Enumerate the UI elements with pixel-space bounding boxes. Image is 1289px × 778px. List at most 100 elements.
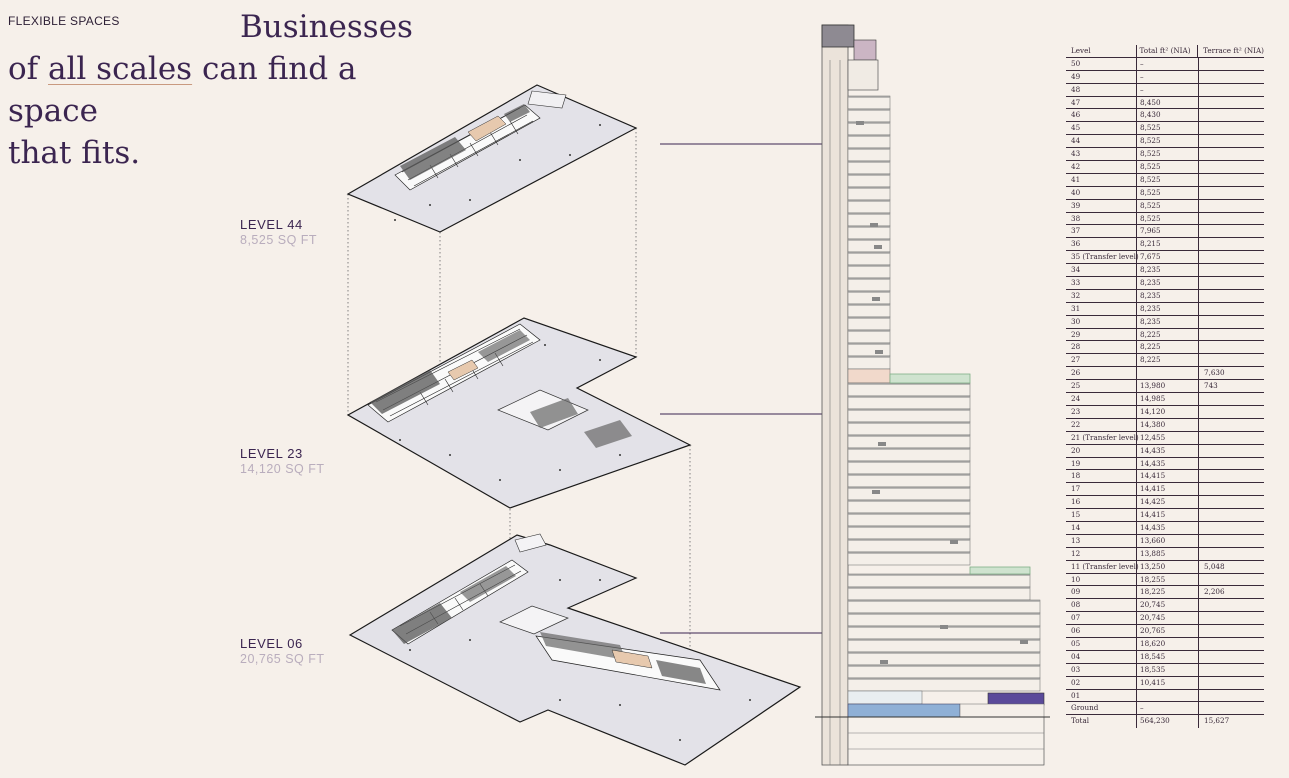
table-cell: – xyxy=(1136,70,1198,83)
table-cell: 14,425 xyxy=(1136,496,1198,509)
table-cell xyxy=(1198,599,1264,612)
tower-floor xyxy=(847,225,891,240)
table-cell: 7,675 xyxy=(1136,251,1198,264)
table-cell: 5,048 xyxy=(1198,560,1264,573)
furniture-mark xyxy=(940,625,948,629)
table-cell: 18,620 xyxy=(1136,637,1198,650)
tower-floor xyxy=(847,355,891,370)
table-cell: 8,525 xyxy=(1136,173,1198,186)
table-cell: 18,225 xyxy=(1136,586,1198,599)
table-cell xyxy=(1198,418,1264,431)
table-cell: – xyxy=(1136,57,1198,70)
table-cell: 19 xyxy=(1071,458,1081,468)
tower-floor xyxy=(847,316,891,331)
midrise-floor xyxy=(847,434,971,449)
table-cell xyxy=(1198,148,1264,161)
table-cell xyxy=(1198,238,1264,251)
level-06-label: LEVEL 06 20,765 SQ FT xyxy=(240,636,325,666)
table-cell: 30 xyxy=(1071,316,1081,326)
table-cell: 18,255 xyxy=(1136,573,1198,586)
furniture-mark xyxy=(880,660,888,664)
headline-line-3: that fits. xyxy=(8,135,141,171)
table-cell: 42 xyxy=(1071,162,1081,172)
table-row: 48– xyxy=(1066,83,1264,97)
table-cell: 29 xyxy=(1071,329,1081,339)
table-cell: – xyxy=(1136,702,1198,715)
midrise-floor xyxy=(847,421,971,436)
table-cell xyxy=(1198,122,1264,135)
table-cell: 16 xyxy=(1071,497,1081,507)
tower-floor xyxy=(847,251,891,266)
table-cell xyxy=(1198,637,1264,650)
table-cell: 564,230 xyxy=(1136,715,1198,729)
table-header-row: Level Total ft² (NIA) Terrace ft² (NIA) xyxy=(1066,45,1264,58)
podium-floor xyxy=(847,586,1031,601)
table-cell: 22 xyxy=(1071,419,1081,429)
table-cell xyxy=(1198,650,1264,663)
table-cell: 8,215 xyxy=(1136,238,1198,251)
table-cell xyxy=(1136,689,1198,702)
midrise-floor xyxy=(847,408,971,423)
level-area: 8,525 SQ FT xyxy=(240,233,318,247)
table-cell: 14,415 xyxy=(1136,470,1198,483)
table-cell: 8,235 xyxy=(1136,315,1198,328)
table-cell: 12 xyxy=(1071,548,1081,558)
table-row: 50– xyxy=(1066,57,1264,71)
table-cell xyxy=(1198,405,1264,418)
table-cell: 26 xyxy=(1071,368,1081,378)
table-cell xyxy=(1198,354,1264,367)
basement-levels xyxy=(847,716,1045,766)
furniture-mark xyxy=(878,442,886,446)
headline-line-1: Businesses xyxy=(240,9,413,45)
table-cell: 8,225 xyxy=(1136,354,1198,367)
level-23-label: LEVEL 23 14,120 SQ FT xyxy=(240,446,325,476)
table-cell: 45 xyxy=(1071,123,1081,133)
table-cell xyxy=(1198,289,1264,302)
table-row: 49– xyxy=(1066,70,1264,84)
table-cell xyxy=(1198,199,1264,212)
furniture-mark xyxy=(875,350,883,354)
table-cell: 7,965 xyxy=(1136,225,1198,238)
table-cell xyxy=(1198,663,1264,676)
table-row: Ground– xyxy=(1066,702,1264,716)
table-cell xyxy=(1198,328,1264,341)
podium-floor xyxy=(847,651,1041,666)
column-header: Terrace ft² (NIA) xyxy=(1197,45,1264,57)
building-section xyxy=(815,24,1050,766)
table-cell: 18,545 xyxy=(1136,650,1198,663)
plant-room xyxy=(987,692,1045,706)
table-cell xyxy=(1198,483,1264,496)
level-area: 20,765 SQ FT xyxy=(240,652,325,666)
area-schedule-table: Level Total ft² (NIA) Terrace ft² (NIA) … xyxy=(1066,45,1264,729)
furniture-mark xyxy=(870,223,878,227)
table-cell xyxy=(1198,70,1264,83)
tower-floor xyxy=(847,329,891,344)
table-cell xyxy=(1198,431,1264,444)
table-cell xyxy=(1136,367,1198,380)
table-cell: 8,225 xyxy=(1136,328,1198,341)
ground-retail xyxy=(959,703,1045,718)
column-header: Total ft² (NIA) xyxy=(1135,45,1198,57)
tower-floor xyxy=(847,134,891,149)
table-cell: 14,435 xyxy=(1136,444,1198,457)
table-cell: 39 xyxy=(1071,200,1081,210)
level-area: 14,120 SQ FT xyxy=(240,462,325,476)
table-cell: 7,630 xyxy=(1198,367,1264,380)
table-cell xyxy=(1198,496,1264,509)
